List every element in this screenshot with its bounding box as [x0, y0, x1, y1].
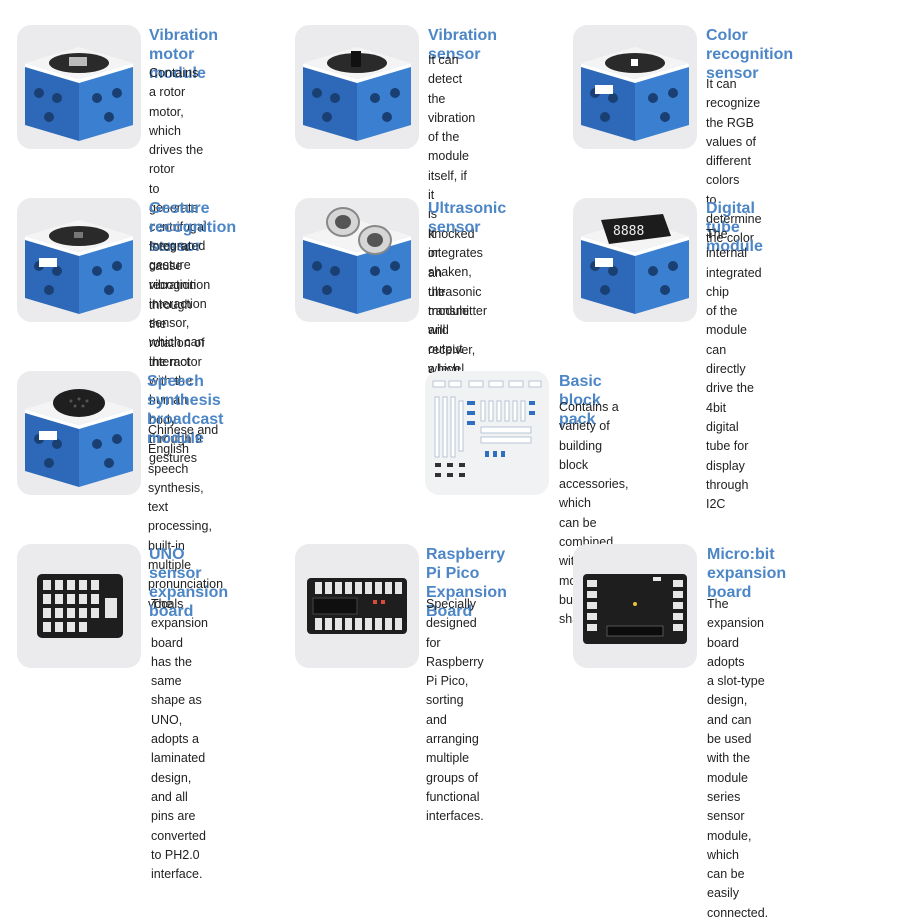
- product-title: Raspberry Pi Pico Expansion Board: [426, 546, 507, 620]
- product-title: Micro:bit expansion board: [707, 546, 787, 601]
- vibration-sensor-image: [295, 25, 419, 149]
- product-description: The expansion board has the same shape a…: [151, 597, 208, 882]
- product-description: Specially designed for Raspberry Pi Pico…: [426, 597, 484, 824]
- gesture-recognition-sensor-image: [17, 198, 141, 322]
- speech-synthesis-module-image: [17, 371, 141, 495]
- pico-expansion-board-image: [295, 544, 419, 668]
- vibration-motor-module-image: [17, 25, 141, 149]
- product-title: Vibration sensor: [428, 27, 498, 63]
- color-recognition-sensor-image: [573, 25, 697, 149]
- product-title: Digital tube module: [706, 200, 763, 255]
- uno-expansion-board-image: [17, 544, 141, 668]
- product-title: Ultrasonic sensor: [428, 200, 507, 236]
- product-title: Speech synthesis broadcast module: [147, 373, 224, 447]
- product-description: Integrated gesture recognition interacti…: [149, 239, 211, 466]
- product-title: UNO sensor expansion board: [149, 546, 229, 620]
- product-title: Vibration motor module: [149, 27, 219, 82]
- ultrasonic-sensor-image: [295, 198, 419, 322]
- product-title: Basic block pack: [559, 373, 602, 428]
- svg-text:8888: 8888: [613, 224, 644, 239]
- microbit-expansion-board-image: [573, 544, 697, 668]
- digital-tube-module-image: 8888: [573, 198, 697, 322]
- product-title: Color recognition sensor: [706, 27, 794, 82]
- product-description: Contains a rotor motor, which drives the…: [149, 66, 207, 370]
- product-title: Gesture recognition sensor: [149, 200, 237, 255]
- basic-block-pack-image: [425, 371, 549, 495]
- product-description: The expansion board adopts a slot-type d…: [707, 597, 769, 920]
- product-description: It can recognize the RGB values of diffe…: [706, 77, 762, 246]
- product-description: Chinese and English speech synthesis, te…: [148, 423, 224, 611]
- product-description: The internal integrated chip of the modu…: [706, 227, 762, 512]
